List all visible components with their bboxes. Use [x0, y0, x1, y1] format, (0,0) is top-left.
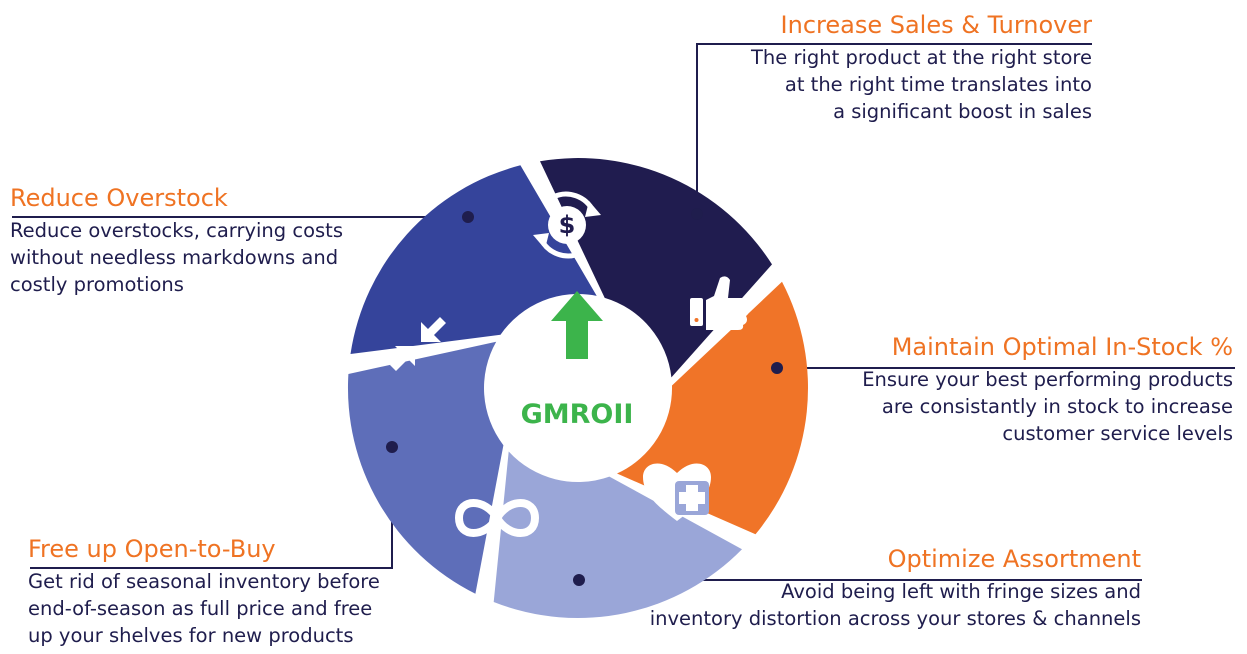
svg-text:$: $ — [559, 211, 576, 239]
connector-dot-overstock — [462, 211, 474, 223]
callout-overstock: Reduce Overstock Reduce overstocks, carr… — [10, 183, 343, 298]
compress-arrows-icon — [390, 317, 446, 371]
callout-title: Reduce Overstock — [10, 184, 228, 212]
callout-assortment: Optimize Assortment Avoid being left wit… — [650, 544, 1141, 632]
callout-sales: Increase Sales & Turnover The right prod… — [751, 10, 1092, 125]
connector-dot-sales — [691, 208, 703, 220]
callout-line: Reduce overstocks, carrying costs — [10, 219, 343, 242]
segment-overstock — [350, 165, 597, 354]
callout-line: The right product at the right store — [750, 46, 1092, 69]
callout-line: at the right time translates into — [784, 73, 1092, 96]
thumbs-up-icon — [690, 276, 750, 330]
callout-line: up your shelves for new products — [28, 624, 354, 647]
callout-title: Free up Open-to-Buy — [28, 535, 276, 563]
callout-title: Increase Sales & Turnover — [780, 11, 1092, 39]
center-label: GMROII — [521, 399, 634, 430]
callout-line: customer service levels — [1002, 422, 1233, 445]
connector-sales — [696, 43, 1092, 213]
callout-title: Optimize Assortment — [887, 545, 1141, 573]
callout-line: are consistantly in stock to increase — [881, 395, 1233, 418]
callout-line: without needless markdowns and — [10, 246, 339, 269]
callout-line: Ensure your best performing products — [862, 368, 1233, 391]
heart-plus-icon — [643, 463, 711, 521]
callout-line: end-of-season as full price and free — [28, 597, 373, 620]
callout-line: inventory distortion across your stores … — [649, 607, 1141, 630]
callout-line: Get rid of seasonal inventory before — [28, 570, 380, 593]
callout-line: Avoid being left with fringe sizes and — [781, 580, 1141, 603]
callout-open-to-buy: Free up Open-to-Buy Get rid of seasonal … — [28, 534, 380, 649]
infinity-icon — [455, 499, 539, 537]
connector-dot-assortment — [573, 574, 585, 586]
callout-instock: Maintain Optimal In-Stock % Ensure your … — [862, 332, 1233, 447]
dollar-cycle-icon: $ — [533, 191, 601, 259]
callout-line: a significant boost in sales — [833, 100, 1092, 123]
connector-dot-instock — [771, 362, 783, 374]
callout-line: costly promotions — [10, 273, 184, 296]
up-arrow-icon — [551, 291, 603, 359]
segment-assortment — [493, 451, 742, 618]
connector-dot-open-to-buy — [386, 441, 398, 453]
callout-title: Maintain Optimal In-Stock % — [891, 333, 1233, 361]
